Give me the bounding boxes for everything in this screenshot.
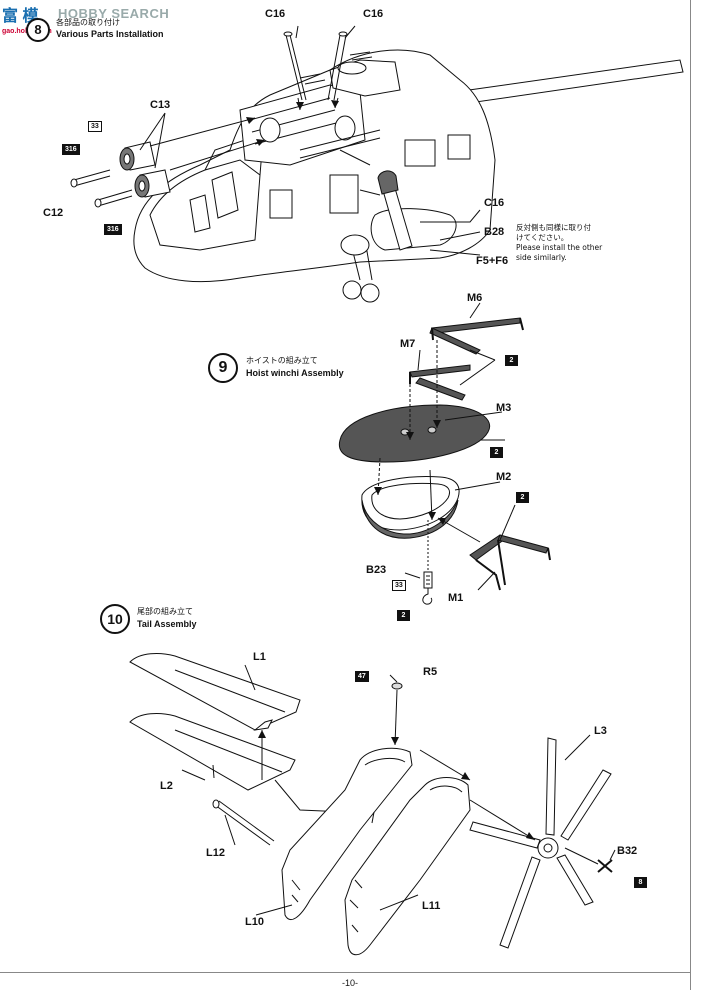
badge-33-b23: 33 [392,580,406,591]
helicopter-fuselage [133,49,684,303]
note-jp-line2: けてください。 [516,233,569,242]
part-c13 [119,141,171,198]
label-l1: L1 [253,651,266,663]
part-m1 [469,534,551,591]
label-c16-a: C16 [265,8,286,20]
badge-2-b23: 2 [397,610,410,621]
label-l11: L11 [422,900,441,912]
label-b23: B23 [366,564,387,576]
label-m2: M2 [496,471,512,483]
step9-title-jp: ホイストの組み立て [246,356,318,365]
note-en-line1: Please install the other [516,243,603,252]
badge-2-m3: 2 [490,447,503,458]
step8-title-jp: 各部品の取り付け [56,18,120,27]
step10-title-jp: 尾部の組み立て [137,607,193,616]
note-en-line2: side similarly. [516,253,567,262]
part-b32 [597,859,613,873]
part-l1 [129,653,301,731]
part-l11 [344,777,471,956]
part-m6 [429,317,524,355]
step9-title-en: Hoist winchi Assembly [246,368,344,378]
badge-316-a: 316 [62,144,80,155]
badge-33-top: 33 [88,121,102,132]
badge-2-m1: 2 [516,492,529,503]
part-r5 [391,682,403,690]
part-c16-a [285,34,307,101]
step9-number: 9 [208,353,238,383]
page-border-bottom [0,972,690,973]
label-l3: L3 [594,725,607,737]
label-m1: M1 [448,592,464,604]
part-l12 [214,800,275,846]
label-b32: B32 [617,845,638,857]
step8-title-en: Various Parts Installation [56,29,164,39]
step10-number: 10 [100,604,130,634]
label-l2: L2 [160,780,173,792]
badge-47: 47 [355,671,369,682]
page-number: -10- [342,978,359,988]
part-l3 [469,737,612,949]
step8-number: 8 [26,18,50,42]
part-m2 [361,476,460,539]
step10-title-en: Tail Assembly [137,619,197,629]
label-c13: C13 [150,99,171,111]
part-l2 [129,713,296,791]
part-c16-b [327,34,347,101]
part-l10 [281,747,413,920]
label-c12: C12 [43,207,64,219]
label-m6: M6 [467,292,483,304]
label-f5f6: F5+F6 [476,255,509,267]
part-m3 [338,404,491,463]
badge-8: 8 [634,877,647,888]
label-c16-b: C16 [363,8,384,20]
label-b28: B28 [484,226,505,238]
badge-316-b: 316 [104,224,122,235]
part-b23-hook [422,520,433,605]
label-r5: R5 [423,666,438,678]
label-m3: M3 [496,402,512,414]
page-border-right [690,0,691,990]
watermark-brand-en: HOBBY SEARCH [58,6,170,21]
label-c16-c: C16 [484,197,505,209]
badge-2-m7: 2 [505,355,518,366]
part-m7 [409,364,471,401]
note-jp-line1: 反対側も同様に取り付 [516,223,591,232]
label-m7: M7 [400,338,416,350]
label-l10: L10 [245,916,264,928]
label-l12: L12 [206,847,225,859]
